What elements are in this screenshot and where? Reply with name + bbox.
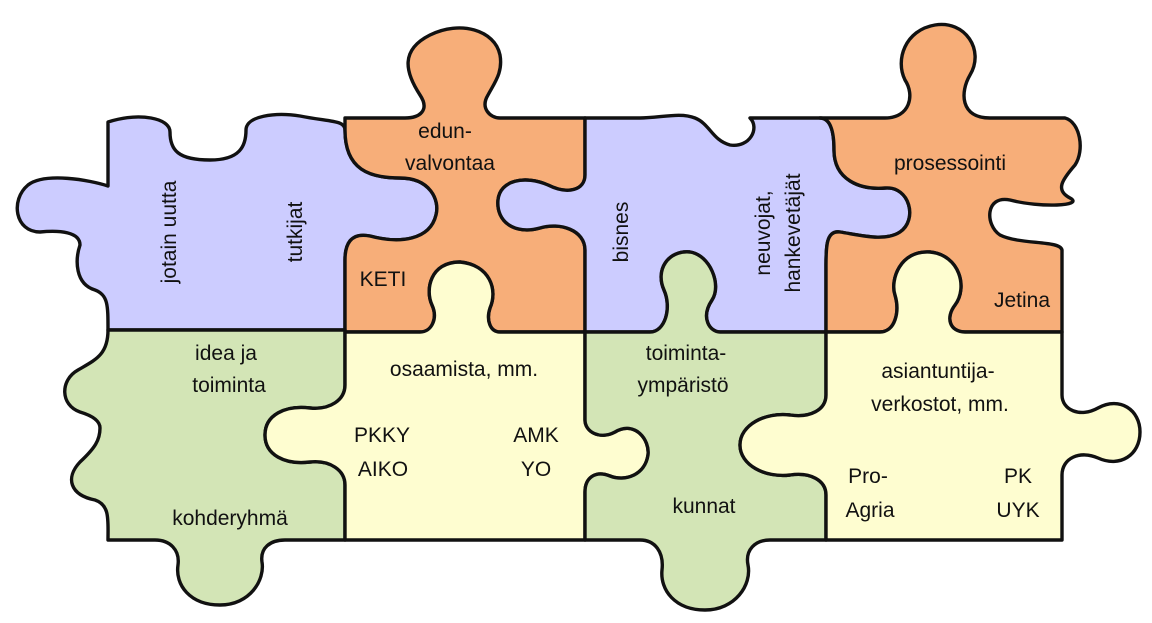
piece-asiantuntijaverkostot	[738, 250, 1142, 542]
label-pk: PK	[1004, 465, 1032, 488]
label-yo: YO	[521, 458, 551, 481]
piece-prosessointi	[818, 22, 1082, 334]
label-asiantuntija-2: verkostot, mm.	[871, 393, 1009, 416]
label-keti: KETI	[360, 268, 407, 291]
label-tutkijat: tutkijat	[284, 201, 307, 262]
label-bisnes: bisnes	[610, 202, 633, 263]
label-idea-2: toiminta	[192, 374, 266, 397]
label-jotain-uutta: jotain uutta	[158, 180, 181, 284]
label-osaamista: osaamista, mm.	[390, 358, 538, 381]
label-toiminta-1: toiminta-	[646, 342, 727, 365]
label-neuvojat-1: neuvojat,	[752, 190, 775, 275]
label-aiko: AIKO	[358, 458, 408, 481]
label-toiminta-2: ympäristö	[637, 374, 728, 397]
label-kohderyhma: kohderyhmä	[172, 507, 288, 530]
label-jetina: Jetina	[994, 289, 1050, 312]
label-idea-1: idea ja	[195, 342, 257, 365]
label-amk: AMK	[513, 424, 559, 447]
label-kunnat: kunnat	[672, 495, 735, 518]
label-proagria-1: Pro-	[848, 465, 888, 488]
label-neuvojat-2: hankevetäjät	[782, 173, 805, 292]
label-edun-2: valvontaa	[405, 152, 495, 175]
label-prosessointi: prosessointi	[894, 152, 1006, 175]
label-pkky: PKKY	[354, 424, 410, 447]
piece-idea-ja-toiminta	[63, 328, 347, 607]
label-proagria-2: Agria	[845, 499, 894, 522]
label-edun-1: edun-	[418, 120, 472, 143]
label-uyk: UYK	[996, 499, 1039, 522]
label-asiantuntija-1: asiantuntija-	[881, 360, 994, 383]
